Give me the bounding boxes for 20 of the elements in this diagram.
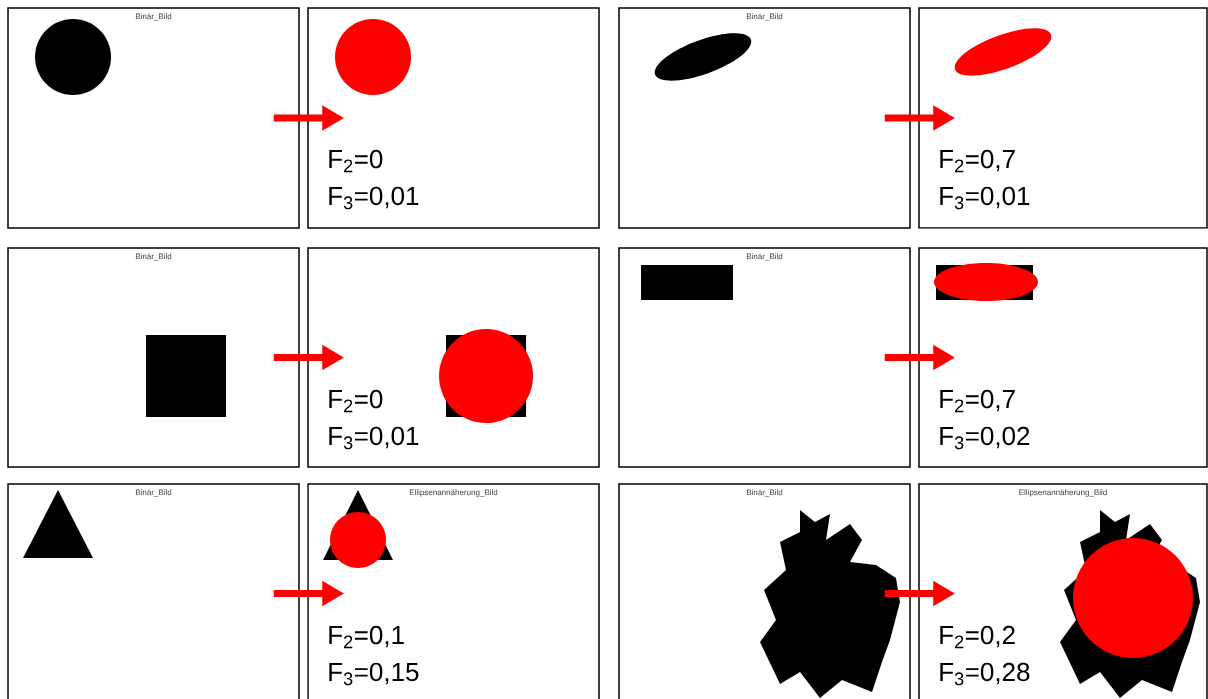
- image-title: Binär_Bild: [746, 13, 783, 21]
- measure-text: F$_{2}$=0,7: [940, 149, 1015, 173]
- measure-text: F$_{2}$=0,7: [940, 389, 1015, 413]
- image-title: Binär_Bild: [746, 253, 783, 261]
- image-title: Ellipsenannäherung_Bild: [409, 489, 498, 497]
- measure-text: F$_{2}$=0: [329, 389, 383, 413]
- image-title: Binär_Bild: [135, 253, 172, 261]
- measure-text: F$_{2}$=0: [329, 149, 383, 173]
- measure-text: F$_{3}$=0,01: [329, 426, 419, 450]
- measure-text: F$_{2}$=0,2: [940, 625, 1015, 649]
- measure-text: F$_{3}$=0,01: [329, 186, 419, 210]
- measure-text: F$_{3}$=0,02: [940, 426, 1030, 450]
- measure-text: F$_{3}$=0,28: [940, 662, 1030, 686]
- image-title: Ellipsenannäherung_Bild: [1019, 489, 1107, 497]
- image-title: Binär_Bild: [135, 13, 172, 21]
- measure-text: F$_{3}$=0,15: [329, 662, 419, 686]
- image-title: Binär_Bild: [135, 489, 172, 497]
- image-title: Binär_Bild: [746, 489, 783, 497]
- measure-text: F$_{3}$=0,01: [940, 186, 1030, 210]
- measure-text: F$_{2}$=0,1: [329, 625, 404, 649]
